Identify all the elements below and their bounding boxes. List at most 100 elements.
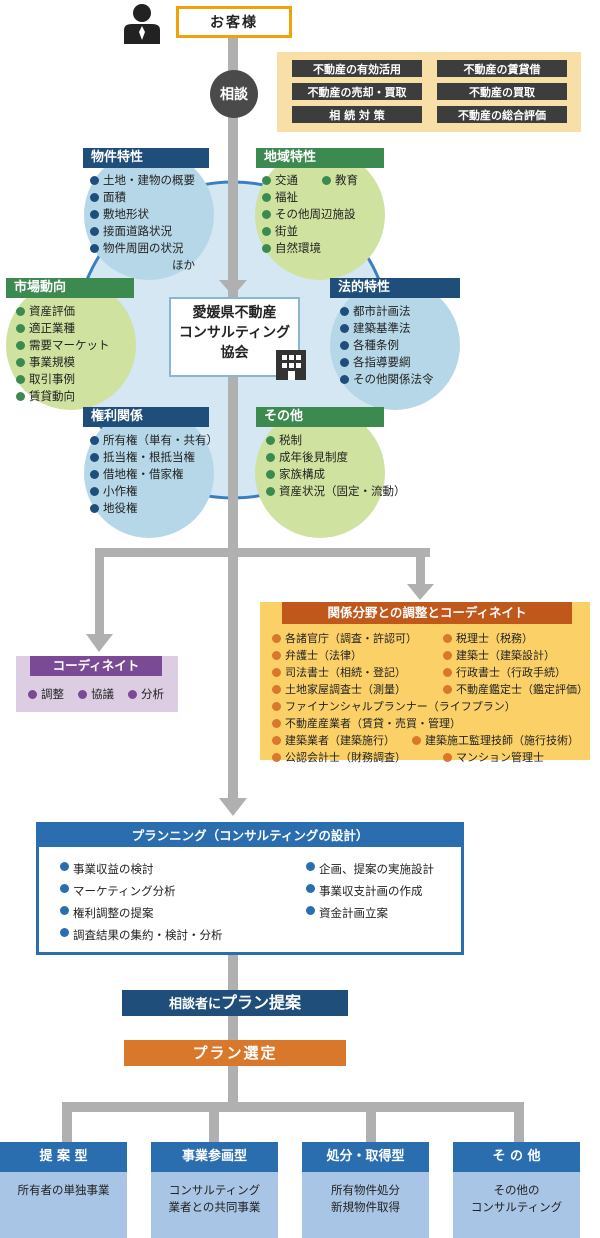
arrow-to-related <box>407 584 434 600</box>
list-item: マーケティング分析 <box>60 880 223 902</box>
list-item: 取引事例 <box>16 371 110 388</box>
list-item: 企画、提案の実施設計 <box>306 858 434 880</box>
list-item: 建築士（建築設計） <box>443 647 588 664</box>
area-circle <box>255 150 385 280</box>
topic-tag: 不動産の買取 <box>437 83 567 100</box>
type-card-participation: 事業参画型 コンサルティング 業者との共同事業 <box>151 1142 278 1238</box>
arrow-to-planning <box>219 798 247 816</box>
legal-title: 法的特性 <box>330 278 460 298</box>
list-item: 自然環境 <box>262 240 356 257</box>
list-item: 家族構成 <box>266 466 406 483</box>
property-title: 物件特性 <box>83 148 209 168</box>
list-item: その他関係法令 <box>340 371 434 388</box>
market-circle <box>6 280 136 410</box>
type-description: その他の コンサルティング <box>453 1182 580 1216</box>
arrow-to-center <box>219 280 247 296</box>
list-item: 適正業種 <box>16 320 110 337</box>
legal-list: 都市計画法 建築基準法 各種条例 各指導要綱 その他関係法令 <box>340 303 434 388</box>
other-title: その他 <box>256 407 384 427</box>
type-description: コンサルティング 業者との共同事業 <box>151 1182 278 1216</box>
legal-circle <box>330 280 460 410</box>
proposal-emphasis: プラン提案 <box>221 993 302 1012</box>
list-item: 賃貸動向 <box>16 388 110 405</box>
type-line: 所有物件処分 <box>331 1183 400 1197</box>
person-icon <box>124 4 160 44</box>
list-item: 資産評価 <box>16 303 110 320</box>
area-list: 交通 福祉 その他周辺施設 街並 自然環境 <box>262 172 356 257</box>
coordinate-title: コーディネイト <box>30 656 162 676</box>
list-item: 都市計画法 <box>340 303 434 320</box>
list-item: 事業収益の検討 <box>60 858 223 880</box>
list-item: 税理士（税務） <box>443 630 588 647</box>
planning-right-list: 企画、提案の実施設計 事業収支計画の作成 資金計画立案 <box>306 858 434 924</box>
topic-tag: 不動産の賃貸借 <box>437 60 567 77</box>
other-circle <box>255 408 385 538</box>
list-item: 事業規模 <box>16 354 110 371</box>
proposal-bar: 相談者にプラン提案 <box>122 990 348 1016</box>
type-description: 所有物件処分 新規物件取得 <box>302 1182 429 1216</box>
rights-title: 権利関係 <box>83 407 209 427</box>
list-item: ファイナンシャルプランナー（ライフプラン） <box>272 698 516 715</box>
topic-tag: 不動産の売却・買取 <box>292 83 422 100</box>
type-line: 所有者の単独事業 <box>17 1183 110 1197</box>
list-item: 需要マーケット <box>16 337 110 354</box>
type-card-proposal: 提 案 型 所有者の単独事業 <box>0 1142 127 1238</box>
type-title: 処分・取得型 <box>302 1142 429 1172</box>
list-item: 建築基準法 <box>340 320 434 337</box>
list-item: 小作権 <box>90 483 218 500</box>
list-item: 資産状況（固定・流動） <box>266 483 406 500</box>
related-fields-title: 関係分野との調整とコーディネイト <box>282 602 572 624</box>
consultation-badge: 相談 <box>210 70 258 118</box>
list-item: 接面道路状況 <box>90 223 195 240</box>
list-item: その他周辺施設 <box>262 206 356 223</box>
type-line: 業者との共同事業 <box>168 1200 261 1214</box>
type-line: コンサルティング <box>168 1183 261 1197</box>
type-description: 所有者の単独事業 <box>0 1182 127 1199</box>
related-fields-list-col2: 税理士（税務） 建築士（建築設計） 行政書士（行政手続） 不動産鑑定士（鑑定評価… <box>443 630 588 698</box>
list-item: 権利調整の提案 <box>60 902 223 924</box>
property-note: ほか <box>172 258 195 272</box>
list-item: 敷地形状 <box>90 206 195 223</box>
list-item: 地役権 <box>90 500 218 517</box>
area-list-col2: 教育 <box>322 172 358 189</box>
area-title: 地域特性 <box>256 148 384 168</box>
list-item: 税制 <box>266 432 406 449</box>
list-item: 建築施工監理技師（施行技術） <box>412 732 579 749</box>
related-fields-list: 各諸官庁（調査・許認可） 弁護士（法律） 司法書士（相続・登記） 土地家屋調査士… <box>272 630 516 766</box>
consultation-topics: 不動産の有効活用 不動産の賃貸借 不動産の売却・買取 不動産の買取 相 続 対 … <box>277 52 581 132</box>
list-item: 資金計画立案 <box>306 902 434 924</box>
customer-box: お客様 <box>176 6 292 38</box>
type-title: 提 案 型 <box>0 1142 127 1172</box>
list-item: 司法書士（相続・登記） <box>272 664 516 681</box>
branch-line <box>95 548 430 557</box>
list-item: 所有権（単有・共有） <box>90 432 218 449</box>
related-fields-list-col3: 建築施工監理技師（施行技術） <box>412 732 579 749</box>
type-title: そ の 他 <box>453 1142 580 1172</box>
coordinate-list: 調整 協議 分析 <box>28 686 164 703</box>
type-line: 新規物件取得 <box>331 1200 400 1214</box>
topic-tag: 不動産の有効活用 <box>292 60 422 77</box>
list-item: 街並 <box>262 223 356 240</box>
list-item: 弁護士（法律） <box>272 647 516 664</box>
list-item: 教育 <box>322 172 358 189</box>
list-item: 借地権・借家権 <box>90 466 218 483</box>
planning-left-list: 事業収益の検討 マーケティング分析 権利調整の提案 調査結果の集約・検討・分析 <box>60 858 223 946</box>
list-item: 調整 <box>28 686 64 703</box>
related-fields-panel <box>260 602 590 760</box>
association-name-line: 愛媛県不動産 <box>192 305 277 321</box>
market-title: 市場動向 <box>6 278 134 298</box>
list-item: 物件周囲の状況 <box>90 240 195 257</box>
planning-title: プランニング（コンサルティングの設計） <box>39 825 461 847</box>
market-list: 資産評価 適正業種 需要マーケット 事業規模 取引事例 賃貸動向 <box>16 303 110 405</box>
related-fields-list-col4: マンション管理士 <box>443 749 544 766</box>
list-item: 各指導要綱 <box>340 354 434 371</box>
list-item: 土地・建物の概要 <box>90 172 195 189</box>
types-branch-line <box>62 1102 524 1112</box>
association-name-line: コンサルティング <box>178 325 291 341</box>
property-list: 土地・建物の概要 面積 敷地形状 接面道路状況 物件周囲の状況 <box>90 172 195 257</box>
association-name-line: 協会 <box>220 345 249 361</box>
other-list: 税制 成年後見制度 家族構成 資産状況（固定・流動） <box>266 432 406 500</box>
type-line: その他の <box>493 1183 540 1197</box>
list-item: 調査結果の集約・検討・分析 <box>60 924 223 946</box>
list-item: 交通 <box>262 172 356 189</box>
